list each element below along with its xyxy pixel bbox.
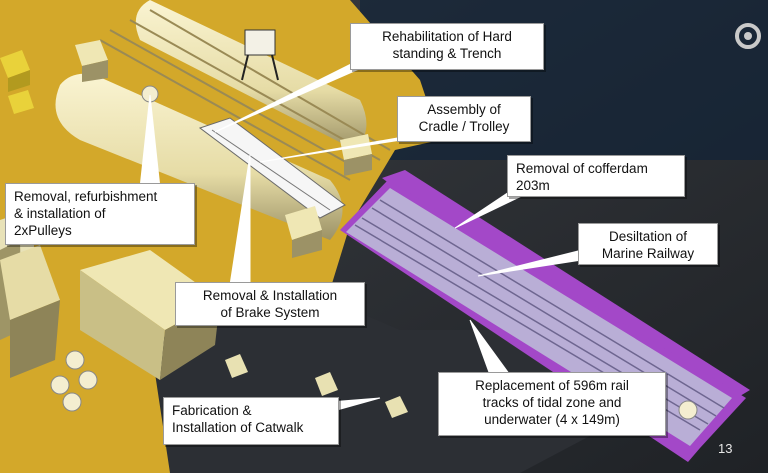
callout-brake: Removal & Installation of Brake System [175, 282, 365, 326]
callout-cradle-line-2: Cradle / Trolley [418, 119, 510, 134]
leader-rail [469, 319, 511, 376]
callout-pulleys: Removal, refurbishment & installation of… [5, 183, 195, 245]
callout-catwalk-line-1: Fabrication & [172, 403, 252, 418]
callout-cofferdam-line-2: 203m [516, 178, 550, 193]
callout-hardstanding-line-2: standing & Trench [392, 46, 502, 61]
callout-hardstanding-line-1: Rehabilitation of Hard [382, 29, 512, 44]
callout-cofferdam-line-1: Removal of cofferdam [516, 161, 648, 176]
callout-catwalk-line-2: Installation of Catwalk [172, 420, 304, 435]
callout-cofferdam: Removal of cofferdam 203m [507, 155, 685, 197]
callout-desiltation-line-2: Marine Railway [601, 246, 695, 261]
building-left-stack [0, 245, 60, 378]
cradle-trolley [198, 117, 346, 219]
navigation-ring-icon[interactable] [734, 22, 762, 50]
callout-cradle: Assembly of Cradle / Trolley [397, 96, 531, 142]
shed-top [135, 0, 367, 150]
callout-rail-line-1: Replacement of 596m rail [475, 378, 629, 393]
callout-desiltation-line-1: Desiltation of [608, 229, 688, 244]
callout-cradle-line-1: Assembly of [427, 102, 501, 117]
small-buildings [0, 40, 372, 258]
callout-brake-line-1: Removal & Installation [202, 288, 338, 303]
leader-pulleys [139, 94, 161, 189]
leader-brake [229, 154, 251, 286]
storage-tanks [50, 85, 159, 412]
callout-desiltation: Desiltation of Marine Railway [578, 223, 718, 265]
yard-blocks [225, 354, 408, 418]
crane [241, 29, 279, 81]
land-rails [99, 9, 391, 181]
callout-rail-line-3: underwater (4 x 149m) [484, 412, 620, 427]
callout-hardstanding: Rehabilitation of Hard standing & Trench [350, 23, 544, 70]
callout-pulleys-line-1: Removal, refurbishment [14, 189, 158, 204]
page-number: 13 [718, 441, 733, 456]
callout-pulleys-line-2: & installation of [14, 206, 106, 221]
shed-middle [55, 73, 343, 240]
callout-rail-line-2: tracks of tidal zone and [482, 395, 622, 410]
callout-pulleys-line-3: 2xPulleys [14, 223, 72, 238]
callout-rail: Replacement of 596m rail tracks of tidal… [438, 372, 666, 436]
leader-desiltation [477, 249, 583, 277]
callout-brake-line-2: of Brake System [220, 305, 320, 320]
leader-hardstanding [214, 61, 376, 133]
callout-catwalk: Fabrication & Installation of Catwalk [163, 397, 339, 445]
